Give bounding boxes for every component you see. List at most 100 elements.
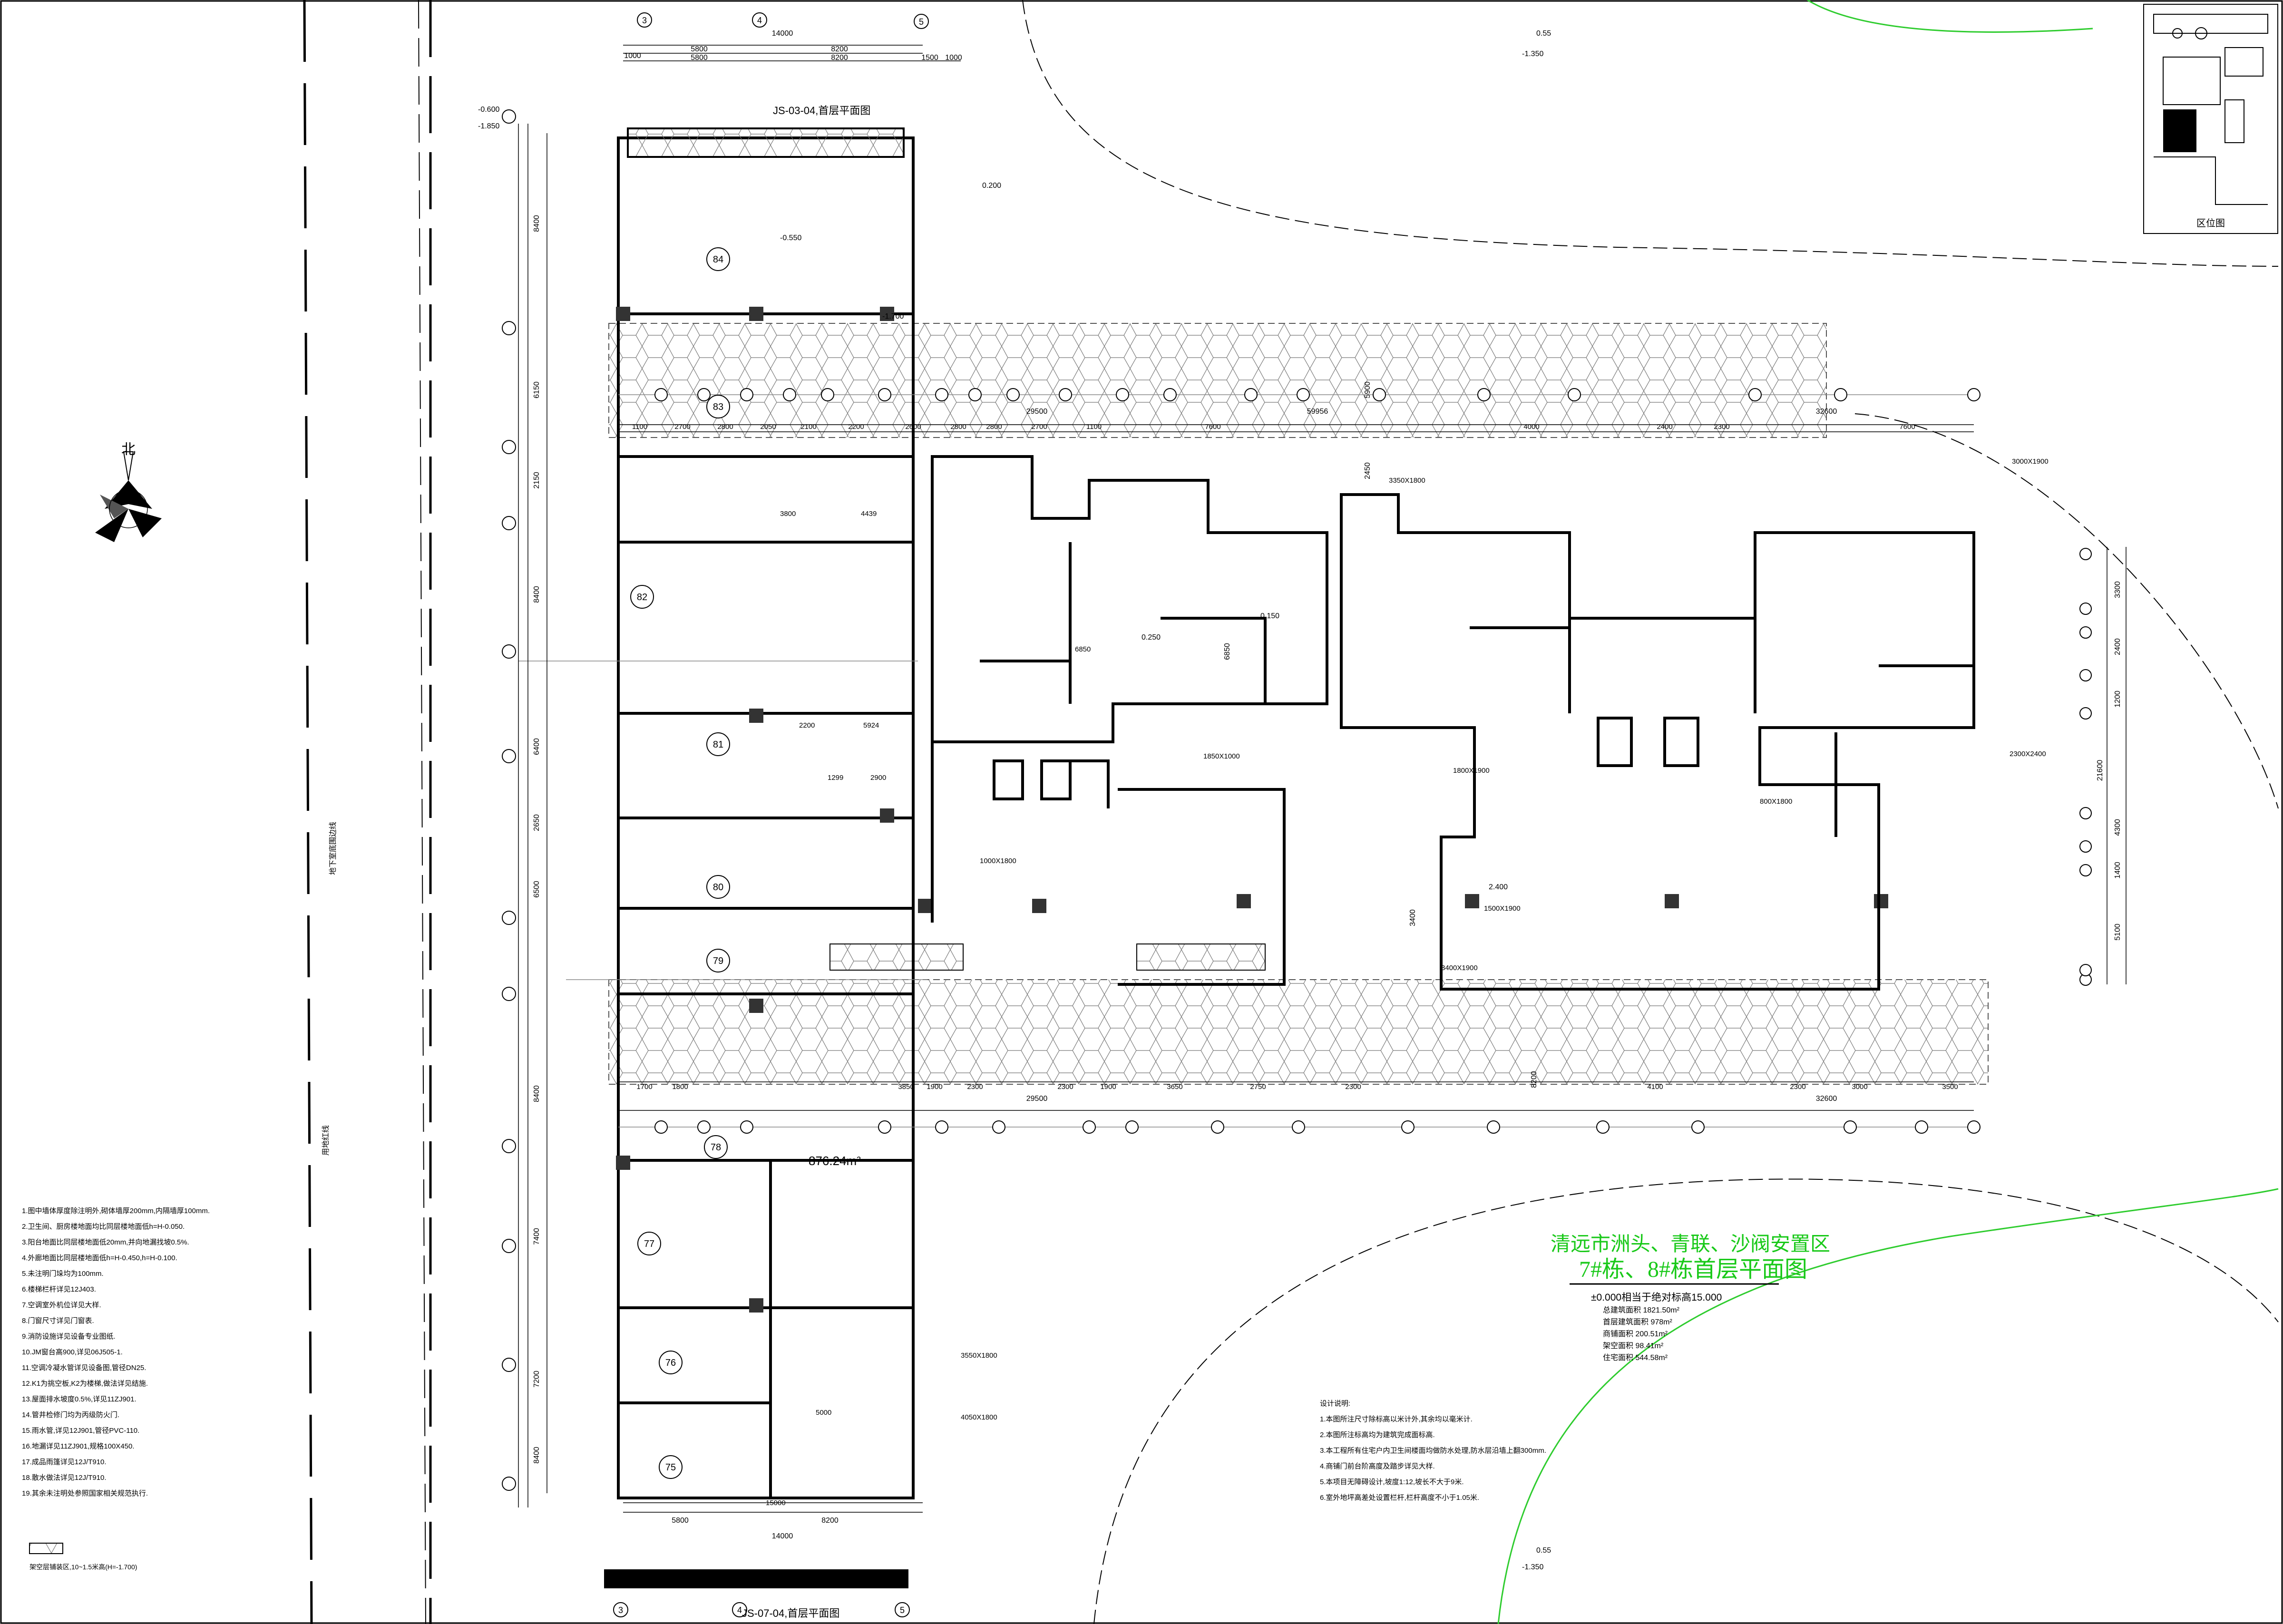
vdim-4: 6400 xyxy=(533,738,541,755)
rvdim-6: 5100 xyxy=(2114,924,2122,941)
dim-top-c: 1000 xyxy=(624,52,641,60)
green-road-edge-top xyxy=(1807,0,2093,33)
design-note-3: 3.本工程所有住宅户内卫生间楼面均做防水处理,防水层沿墙上翻300mm. xyxy=(1320,1447,1546,1455)
design-note-4: 4.商铺门前台阶高度及踏步详见大样. xyxy=(1320,1462,1435,1470)
dim-bottom-b: 8200 xyxy=(821,1517,839,1525)
site-key-map xyxy=(2153,14,2268,205)
seg-u12: 4000 xyxy=(1523,423,1539,431)
mvdim-0: 5900 xyxy=(1364,381,1372,399)
rvdim-3: 21600 xyxy=(2096,760,2104,781)
seg-l9: 2300 xyxy=(1345,1083,1361,1091)
room-dim-13: 1500X1900 xyxy=(1484,904,1521,913)
seg-u14: 2300 xyxy=(1714,423,1729,431)
unit-75: 75 xyxy=(665,1462,676,1473)
room-dim-7: 1000X1800 xyxy=(980,857,1016,865)
vdim-9: 7200 xyxy=(533,1371,541,1388)
room-dim-12: 800X1800 xyxy=(1760,797,1792,806)
seg-l8: 2750 xyxy=(1250,1083,1266,1091)
room-dim-9: 2300X2400 xyxy=(2010,750,2046,758)
courtyard-area: 876.24m² xyxy=(809,1154,861,1168)
unit-79: 79 xyxy=(713,956,723,966)
mvdim-2: 6850 xyxy=(1223,643,1231,660)
note-14: 14.管井检修门均为丙级防火门. xyxy=(22,1411,120,1419)
rvdim-5: 1400 xyxy=(2114,862,2122,879)
mvdim-4: 8200 xyxy=(1530,1071,1538,1088)
seg-l1: 1800 xyxy=(672,1083,688,1091)
vdim-0: 8400 xyxy=(533,215,541,232)
note-5: 5.未注明门垛均为100mm. xyxy=(22,1270,104,1278)
north-arrow xyxy=(95,451,162,542)
dim-overall: 59956 xyxy=(1307,408,1328,416)
elev-3: 0.200 xyxy=(982,182,1001,190)
elev-6: 0.55 xyxy=(1536,29,1551,38)
unit-number-labels: 84 83 82 81 80 79 78 77 76 75 xyxy=(637,254,723,1473)
design-notes: 设计说明: 1.本图所注尺寸除标高以米计外,其余均以毫米计. 2.本图所注标高均… xyxy=(1320,1396,2033,1506)
legend-hatch-swatch xyxy=(29,1543,63,1554)
room-dim-8: 3350X1800 xyxy=(1389,477,1425,485)
room-dims: 3800 4439 2200 5924 1299 2900 1850X1000 … xyxy=(766,457,2049,1507)
note-8: 8.门窗尺寸详见门窗表. xyxy=(22,1317,94,1325)
site-key-plan: 区位图 xyxy=(2143,4,2278,234)
general-notes: 1.图中墙体厚度除注明外,砌体墙厚200mm,内隔墙厚100mm. 2.卫生间、… xyxy=(22,1203,288,1501)
elev-8: 0.250 xyxy=(1142,633,1161,642)
dim-top-d: 5800 xyxy=(691,54,708,62)
vdim-5: 2650 xyxy=(533,814,541,831)
vdim-2: 2150 xyxy=(533,472,541,489)
dim-top-a: 5800 xyxy=(691,45,708,53)
seg-l11: 2300 xyxy=(1790,1083,1805,1091)
dim-upper-left: 29500 xyxy=(1026,408,1048,416)
mvdim-1: 2450 xyxy=(1364,462,1372,479)
room-dim-6: 1850X1000 xyxy=(1203,752,1240,760)
room-dim-3: 5924 xyxy=(863,721,879,729)
site-roads xyxy=(1022,0,2279,1624)
legend-hatch-label: 架空层铺装区,10~1.5米高(H=-1.700) xyxy=(29,1563,137,1571)
vdim-7: 8400 xyxy=(533,1085,541,1102)
area-0: 总建筑面积 1821.50m² xyxy=(1603,1306,1680,1314)
top-dimensions: 14000 5800 8200 1000 5800 8200 1500 1000… xyxy=(624,29,1837,1540)
upper-grid-bubbles xyxy=(654,388,1981,1134)
left-vertical-dims: 8400 6150 2150 8400 6400 2650 6500 8400 … xyxy=(533,215,541,1464)
vdim-3: 8400 xyxy=(533,586,541,603)
elev-7: -1.350 xyxy=(1522,50,1543,58)
ref-bottom-sheet: JS-07-04,首层平面图 xyxy=(742,1607,839,1619)
seg-l2: 3850 xyxy=(898,1083,914,1091)
rvdim-1: 2400 xyxy=(2114,638,2122,655)
note-2: 2.卫生间、厨房楼地面均比同层楼地面低h=H-0.050. xyxy=(22,1223,185,1231)
north-label: 北 xyxy=(121,442,136,457)
design-note-heading: 设计说明: xyxy=(1320,1400,1351,1408)
room-dim-15: 3550X1800 xyxy=(961,1352,997,1360)
design-note-1: 1.本图所注尺寸除标高以米计外,其余均以毫米计. xyxy=(1320,1415,1473,1423)
seg-u3: 2050 xyxy=(760,423,776,431)
seg-l7: 3650 xyxy=(1167,1083,1182,1091)
seg-l12: 3000 xyxy=(1852,1083,1867,1091)
note-4: 4.外廊地面比同层楼地面低h=H-0.450,h=H-0.100. xyxy=(22,1254,177,1262)
dimension-chains xyxy=(518,45,2127,1513)
seg-u10: 1100 xyxy=(1086,423,1102,431)
seg-u5: 2200 xyxy=(848,423,864,431)
elevation-note: ±0.000相当于绝对标高15.000 xyxy=(1591,1292,1722,1303)
seg-u13: 2400 xyxy=(1657,423,1672,431)
note-10: 10.JM窗台高900,详见06J505-1. xyxy=(22,1348,123,1356)
seg-u8: 2800 xyxy=(986,423,1002,431)
seg-u1: 2700 xyxy=(674,423,690,431)
unit-80: 80 xyxy=(713,882,723,893)
seg-l10: 4100 xyxy=(1647,1083,1663,1091)
building-8-walls xyxy=(1340,493,1975,991)
unit-81: 81 xyxy=(713,739,723,750)
elev-10: 0.55 xyxy=(1536,1546,1551,1555)
room-dim-14: 3400X1900 xyxy=(1441,964,1478,972)
rvdim-2: 1200 xyxy=(2114,690,2122,708)
note-12: 12.K1为挑空板,K2为楼梯,做法详见结施. xyxy=(22,1380,148,1388)
seg-u4: 2100 xyxy=(800,423,816,431)
seg-u9: 2700 xyxy=(1031,423,1047,431)
seg-l5: 2300 xyxy=(1057,1083,1073,1091)
note-9: 9.消防设施详见设备专业图纸. xyxy=(22,1332,116,1341)
unit-numbers xyxy=(630,247,730,1479)
grid-bubbles xyxy=(502,12,2092,1617)
note-15: 15.雨水管,详见12J901,管径PVC-110. xyxy=(22,1427,140,1435)
unit-76: 76 xyxy=(665,1358,676,1368)
paving-zones xyxy=(608,323,1989,1085)
title-plan: 7#栋、8#栋首层平面图 xyxy=(1579,1257,1807,1282)
axis-top-4: 4 xyxy=(757,16,762,25)
